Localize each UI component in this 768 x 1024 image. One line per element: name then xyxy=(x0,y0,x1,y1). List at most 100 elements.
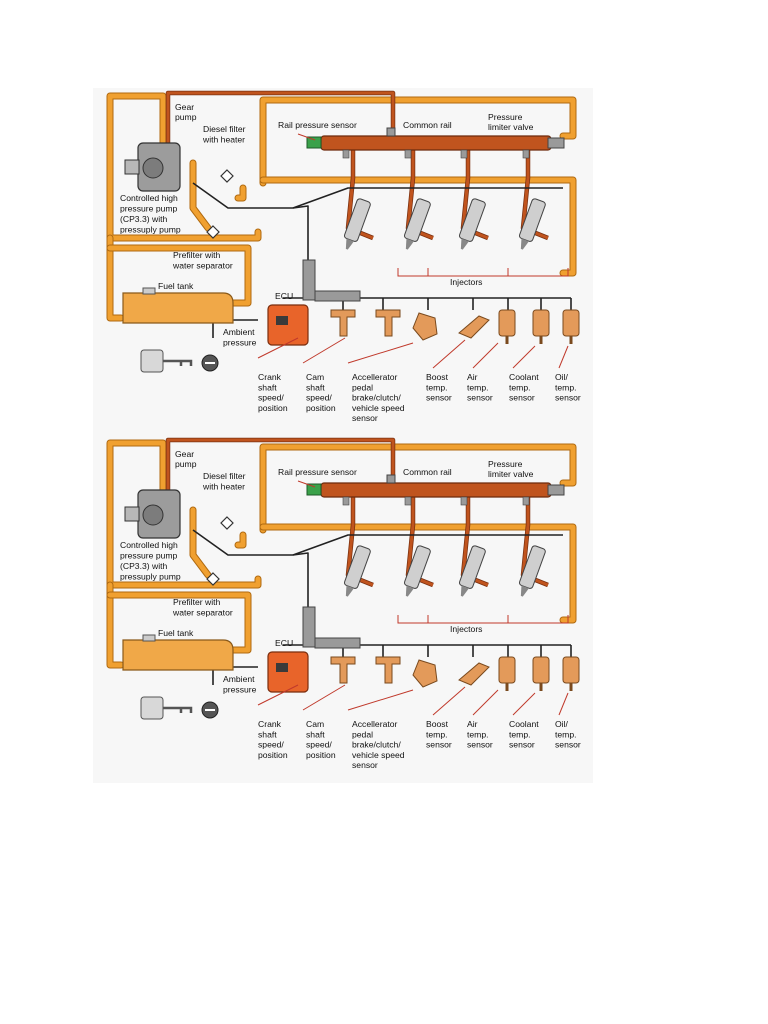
injector-tip xyxy=(460,238,469,250)
air-temp-sensor-icon xyxy=(498,656,516,684)
return-line-left xyxy=(107,440,261,588)
injector-icon xyxy=(518,545,546,597)
key-blade xyxy=(163,359,193,366)
leader-coolant xyxy=(512,345,536,369)
cam-sensor-icon xyxy=(375,656,401,684)
top-return-line xyxy=(260,444,576,533)
accelerator-pedal-sensor-icon xyxy=(412,659,438,688)
diesel-filter-label-line: with heater xyxy=(202,482,245,492)
leader-injectors xyxy=(397,615,569,624)
ignition-key-icon xyxy=(140,696,164,720)
gear-pump-label-line: pump xyxy=(175,459,197,469)
gear-pump-label-line: Gear xyxy=(175,449,194,459)
ambient-pressure-label-line: pressure xyxy=(223,685,257,695)
leader-accel xyxy=(347,689,414,711)
ambient-pressure-label-line: Ambient xyxy=(223,327,255,337)
harness-connector xyxy=(302,606,316,648)
injector-tip xyxy=(345,585,354,597)
oil-sensor-label-line: sensor xyxy=(555,393,581,403)
boost-sensor-label-line: temp. xyxy=(426,382,448,392)
boost-temp-sensor-icon xyxy=(458,315,490,339)
crank-sensor-icon xyxy=(330,656,356,684)
accelerator-sensor-label-line: vehicle speed xyxy=(352,750,405,760)
rail-outlet xyxy=(342,149,350,159)
harness-connector xyxy=(314,290,361,302)
cam-sensor-label-line: position xyxy=(306,403,336,413)
rail-outlet xyxy=(522,496,530,506)
rail-outlet xyxy=(404,149,412,159)
rail-outlet xyxy=(342,496,350,506)
ecu-connector xyxy=(276,316,288,325)
air-sensor-label-line: temp. xyxy=(467,729,489,739)
pressure-limiter-valve xyxy=(547,484,565,496)
crank-sensor-label-line: speed/ xyxy=(258,740,284,750)
pressure-limiter-label-line: limiter valve xyxy=(488,122,534,132)
oil-sensor-label-line: sensor xyxy=(555,740,581,750)
pressure-limiter-label-line: Pressure xyxy=(488,459,523,469)
prefilter-label-line: Prefilter with xyxy=(173,597,220,607)
leader-rail-sensor xyxy=(297,480,316,488)
prefilter-label-line: Prefilter with xyxy=(173,250,220,260)
injector-icon xyxy=(458,198,486,250)
prefilter-icon xyxy=(206,572,220,586)
prefilter-icon xyxy=(206,225,220,239)
common-rail-label-line: Common rail xyxy=(403,120,452,130)
ecu-label-line: ECU xyxy=(275,638,293,648)
pressure-limiter-label-line: Pressure xyxy=(488,112,523,122)
rail-outlet xyxy=(522,149,530,159)
ecu-label: ECU xyxy=(275,291,293,301)
tank-feed-line xyxy=(107,235,124,321)
injector-icon xyxy=(343,198,371,250)
hp-pump-label-line: pressure pump xyxy=(120,204,178,214)
ignition-key-icon xyxy=(140,349,164,373)
accelerator-sensor-label-line: brake/clutch/ xyxy=(352,740,401,750)
boost-sensor-label-line: sensor xyxy=(426,740,452,750)
diesel-filter-icon xyxy=(220,516,234,530)
fuel-tank-label: Fuel tank xyxy=(158,628,194,638)
crank-sensor-label-line: shaft xyxy=(258,382,277,392)
ambient-pressure-label-line: Ambient xyxy=(223,674,255,684)
injector-body xyxy=(403,545,431,589)
accelerator-sensor-label-line: sensor xyxy=(352,760,378,770)
hp-pump-label-line: pressure pump xyxy=(120,551,178,561)
leader-cam xyxy=(302,337,346,364)
oil-sensor-label-line: temp. xyxy=(555,729,577,739)
top-return-line xyxy=(260,97,576,186)
hp-pump-label-line: pressuply pump xyxy=(120,225,181,235)
accelerator-sensor-label-line: Accellerator xyxy=(352,719,398,729)
crank-sensor-icon xyxy=(330,309,356,337)
coolant-sensor-label-line: temp. xyxy=(509,382,531,392)
rail-outlet xyxy=(460,149,468,159)
hp-pump-label-line: Controlled high xyxy=(120,193,178,203)
boost-sensor-label-line: sensor xyxy=(426,393,452,403)
injector-icon xyxy=(458,545,486,597)
filter-loop xyxy=(235,532,246,548)
cam-sensor-label-line: shaft xyxy=(306,382,325,392)
rail-outlet xyxy=(404,496,412,506)
leader-boost xyxy=(432,686,466,716)
injector-harness xyxy=(292,187,563,209)
rail-port xyxy=(386,474,396,484)
harness-connector xyxy=(302,259,316,301)
common-rail-label: Common rail xyxy=(403,120,452,130)
cam-sensor-label-line: speed/ xyxy=(306,393,332,403)
injector-tip xyxy=(460,585,469,597)
crank-sensor-label-line: Crank xyxy=(258,719,282,729)
hp-pump-gear xyxy=(142,157,164,179)
oil-sensor-label-line: Oil/ xyxy=(555,372,569,382)
leader-crank xyxy=(257,337,299,359)
accelerator-pedal-sensor-icon xyxy=(412,312,438,341)
coolant-sensor-label-line: sensor xyxy=(509,393,535,403)
air-sensor-label-line: sensor xyxy=(467,740,493,750)
